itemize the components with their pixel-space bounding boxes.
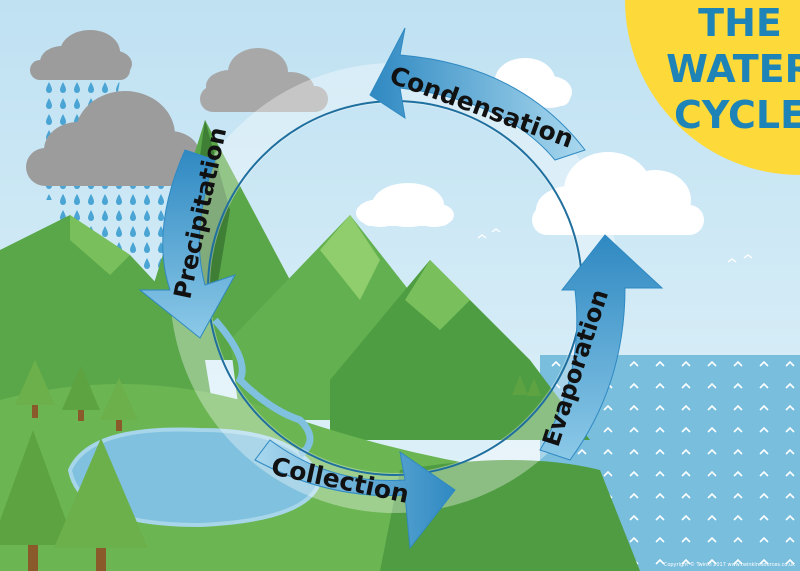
copyright-text: Copyright © Twinkl 2017 www.twinklresour… xyxy=(664,561,795,568)
precipitation-arrow xyxy=(138,149,237,339)
grey-cloud-mid xyxy=(200,48,328,112)
grey-cloud-small-top xyxy=(30,30,132,80)
condensation-arrow xyxy=(369,27,586,161)
title-line-2: WATER xyxy=(666,47,800,91)
birds xyxy=(477,228,753,263)
mountain-mid-highlight xyxy=(320,215,380,300)
grey-cloud-large xyxy=(26,91,200,186)
sun xyxy=(625,0,800,175)
title-line-1: THE xyxy=(698,1,782,45)
mountain-right-highlight xyxy=(405,260,470,330)
mountain-left-shade xyxy=(70,215,130,275)
collection-arrow xyxy=(254,439,456,550)
river xyxy=(212,317,314,458)
title-line-3: CYCLE xyxy=(674,93,800,137)
white-cloud-center xyxy=(356,183,454,227)
white-cloud-right xyxy=(532,152,704,235)
pine-trees xyxy=(0,360,541,571)
evaporation-arrow xyxy=(539,234,664,461)
